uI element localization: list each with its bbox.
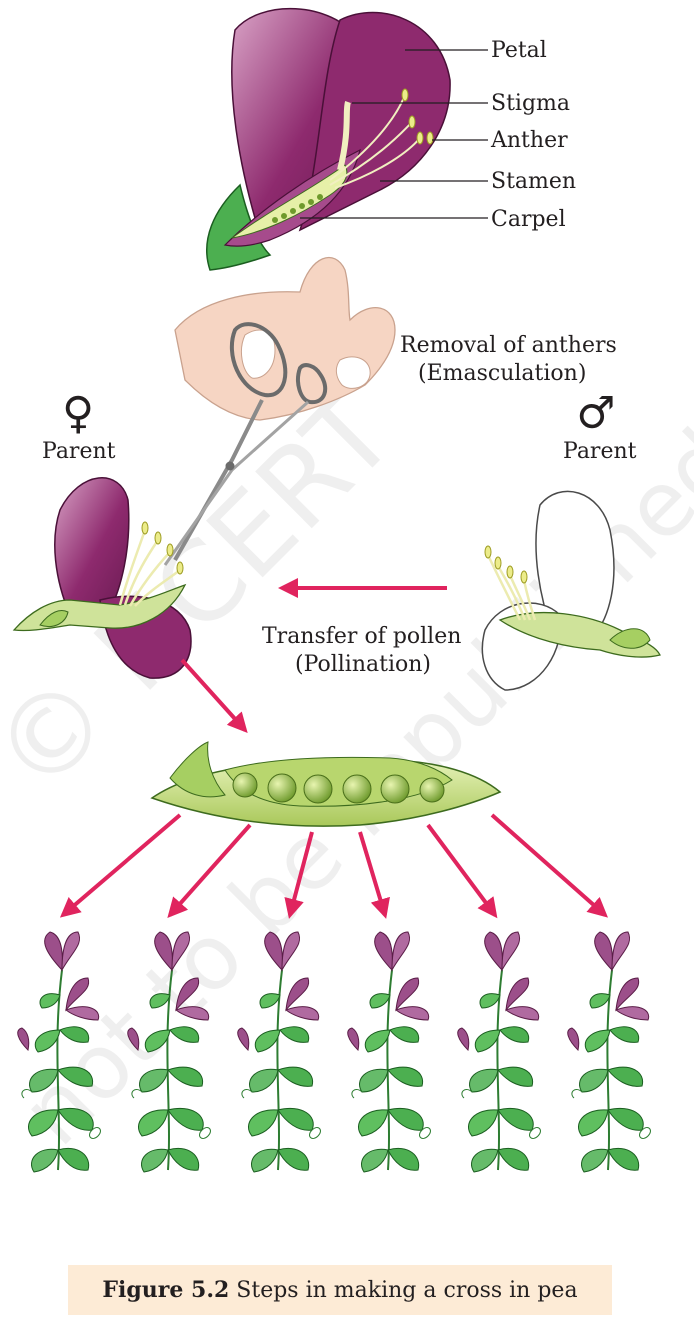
offspring-arrow-3 — [284, 831, 314, 919]
offspring-arrow-4 — [358, 831, 390, 919]
carpel — [231, 164, 348, 239]
style — [337, 100, 351, 171]
male-parent-label: Parent — [563, 439, 637, 464]
scissors-icon — [163, 322, 328, 566]
stigma-label: Stigma — [491, 91, 570, 116]
finger-nail — [335, 356, 371, 389]
anther-label: Anther — [490, 128, 568, 153]
offspring-plant-4 — [346, 931, 432, 1173]
female-parent-flower — [12, 477, 192, 679]
offspring-arrow-2 — [167, 823, 252, 918]
emasculation-label-line1: Removal of anthers — [400, 333, 617, 358]
offspring-arrow-6 — [490, 813, 608, 918]
offspring-arrow-1 — [59, 813, 182, 918]
ovules — [272, 194, 323, 223]
offspring-plant-5 — [456, 931, 542, 1173]
carpel-label: Carpel — [491, 207, 566, 232]
pollination-label-line1: Transfer of pollen — [262, 624, 461, 649]
offspring-arrow-5 — [426, 823, 498, 919]
flower-anatomy — [206, 7, 451, 271]
hand-with-scissors — [163, 256, 396, 566]
stamen-label: Stamen — [491, 169, 576, 194]
arrow-to-pod — [180, 658, 248, 733]
sepal — [206, 183, 272, 271]
pollination-label-line2: (Pollination) — [295, 652, 431, 677]
pea-pod — [150, 741, 502, 827]
anthers — [401, 88, 434, 145]
male-parent-flower — [481, 490, 661, 691]
peas — [232, 772, 445, 804]
figure-caption: Figure 5.2 Steps in making a cross in pe… — [68, 1265, 612, 1315]
petal-label: Petal — [491, 38, 547, 63]
female-symbol: ♀ — [62, 388, 94, 439]
emasculation-label-line2: (Emasculation) — [418, 361, 586, 386]
figure-number: Figure 5.2 — [102, 1277, 230, 1303]
female-parent-label: Parent — [42, 439, 116, 464]
figure-caption-text: Steps in making a cross in pea — [236, 1277, 578, 1303]
leader-lines — [300, 49, 488, 219]
offspring-plant-6 — [566, 931, 652, 1173]
male-symbol: ♂ — [576, 388, 615, 439]
hand — [174, 256, 396, 421]
offspring-arrows — [59, 813, 608, 919]
